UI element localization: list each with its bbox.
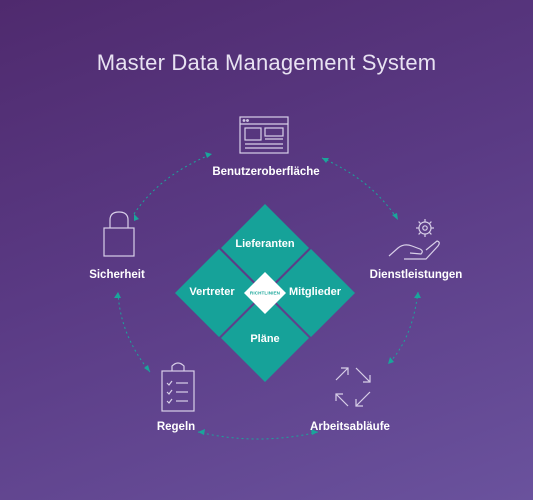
tile-richtlinien [244, 272, 286, 314]
tile-mitglieder [267, 249, 355, 337]
node-label-rules: Regeln [156, 421, 196, 433]
node-label-ui: Benutzeroberfläche [212, 166, 320, 178]
tile-label-plaene: Pläne [250, 333, 280, 345]
arrowhead [134, 214, 139, 221]
gear-hand-icon [388, 219, 440, 260]
node-label-workflows: Arbeitsabläufe [310, 421, 390, 433]
center-diamond [175, 204, 355, 382]
padlock-icon [103, 211, 135, 257]
tile-label-mitglieder: Mitglieder [289, 286, 341, 298]
arrowhead [114, 292, 121, 298]
clipboard-checklist-icon [161, 362, 195, 412]
node-label-services: Dienstleistungen [369, 269, 463, 281]
tile-label-vertreter: Vertreter [189, 286, 235, 298]
arrowhead [414, 292, 421, 298]
connector-security-ui [133, 153, 213, 215]
tile-lieferanten [221, 204, 309, 292]
node-label-security: Sicherheit [89, 269, 145, 281]
tile-label-lieferanten: Lieferanten [235, 238, 295, 250]
tile-label-richtlinien: RICHTLINIEN [249, 290, 281, 296]
tile-plaene [221, 294, 309, 382]
connector-workflows-rules [197, 431, 319, 440]
arrows-cycle-icon [335, 367, 371, 407]
connector-services-workflows [387, 291, 419, 365]
arrowhead [144, 365, 150, 372]
arrowhead [388, 357, 394, 364]
cycle-connectors [117, 153, 419, 440]
connector-arrowheads [114, 152, 421, 435]
tile-vertreter [175, 249, 263, 337]
connector-rules-security [117, 291, 151, 373]
arrowhead [311, 429, 318, 435]
arrowhead [205, 152, 212, 158]
browser-window-icon [239, 116, 289, 154]
arrowhead [198, 429, 205, 435]
page-title: Master Data Management System [96, 50, 437, 75]
arrowhead [322, 158, 329, 163]
connector-ui-services [321, 157, 399, 221]
arrowhead [392, 213, 398, 220]
